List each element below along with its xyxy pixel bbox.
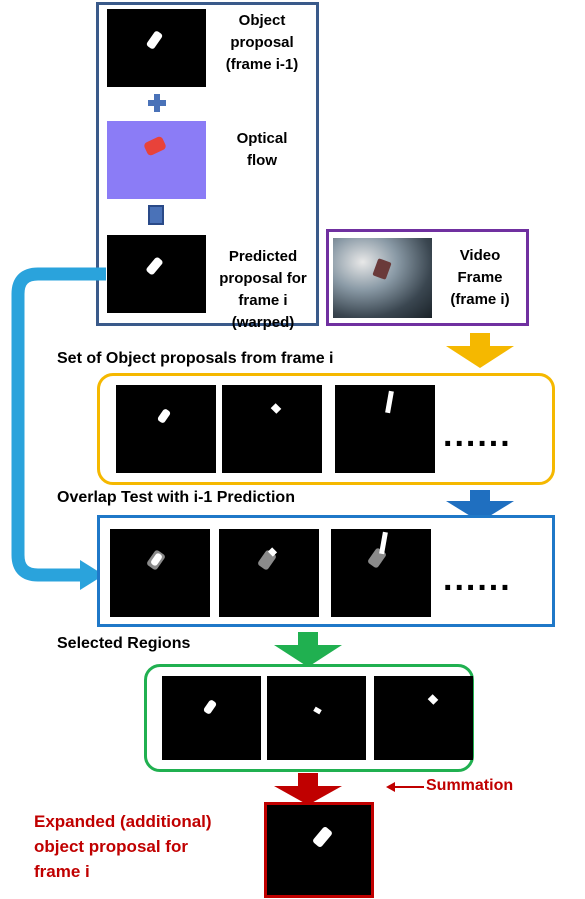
video-frame-label: Video Frame (frame i) xyxy=(450,247,510,308)
proposal-thumb xyxy=(116,385,216,473)
more-proposals-ellipsis: ...... xyxy=(443,416,512,454)
overlap-thumb xyxy=(331,529,431,617)
proposal-thumb xyxy=(335,385,435,473)
mask-blob xyxy=(145,30,164,50)
set-section-title: Set of Object proposals from frame i xyxy=(57,350,334,367)
red-arrow xyxy=(274,773,342,805)
expanded-proposal-panel xyxy=(264,802,374,898)
optical-flow-label: Optical flow xyxy=(236,130,288,169)
selected-thumb xyxy=(162,676,261,760)
mask-blob xyxy=(311,825,334,849)
selected-section-title: Selected Regions xyxy=(57,635,191,652)
predicted-proposal-label: Predicted proposal for frame i (warped) xyxy=(219,248,307,331)
overlap-thumb xyxy=(110,529,210,617)
plus-icon xyxy=(148,94,166,112)
proposal-thumb xyxy=(222,385,322,473)
video-frame-thumb xyxy=(333,238,432,318)
mask-blob xyxy=(145,256,164,276)
more-overlaps-ellipsis: ...... xyxy=(443,560,512,598)
green-arrow xyxy=(274,632,342,667)
overlap-section-title: Overlap Test with i-1 Prediction xyxy=(57,489,295,506)
object-proposal-prev-thumb xyxy=(107,9,206,87)
summation-label: Summation xyxy=(426,777,514,794)
selected-thumb xyxy=(374,676,473,760)
object-proposal-label: Object proposal (frame i-1) xyxy=(225,12,299,73)
yellow-arrow xyxy=(446,333,514,368)
overlap-thumb xyxy=(219,529,319,617)
expanded-proposal-label: Expanded (additional) object proposal fo… xyxy=(34,812,212,881)
optical-flow-thumb xyxy=(107,121,206,199)
object-in-frame xyxy=(372,258,392,280)
selected-thumb xyxy=(267,676,366,760)
connector-line xyxy=(11,267,106,582)
equals-icon xyxy=(148,205,164,225)
predicted-proposal-thumb xyxy=(107,235,206,313)
flow-blob xyxy=(142,135,168,157)
